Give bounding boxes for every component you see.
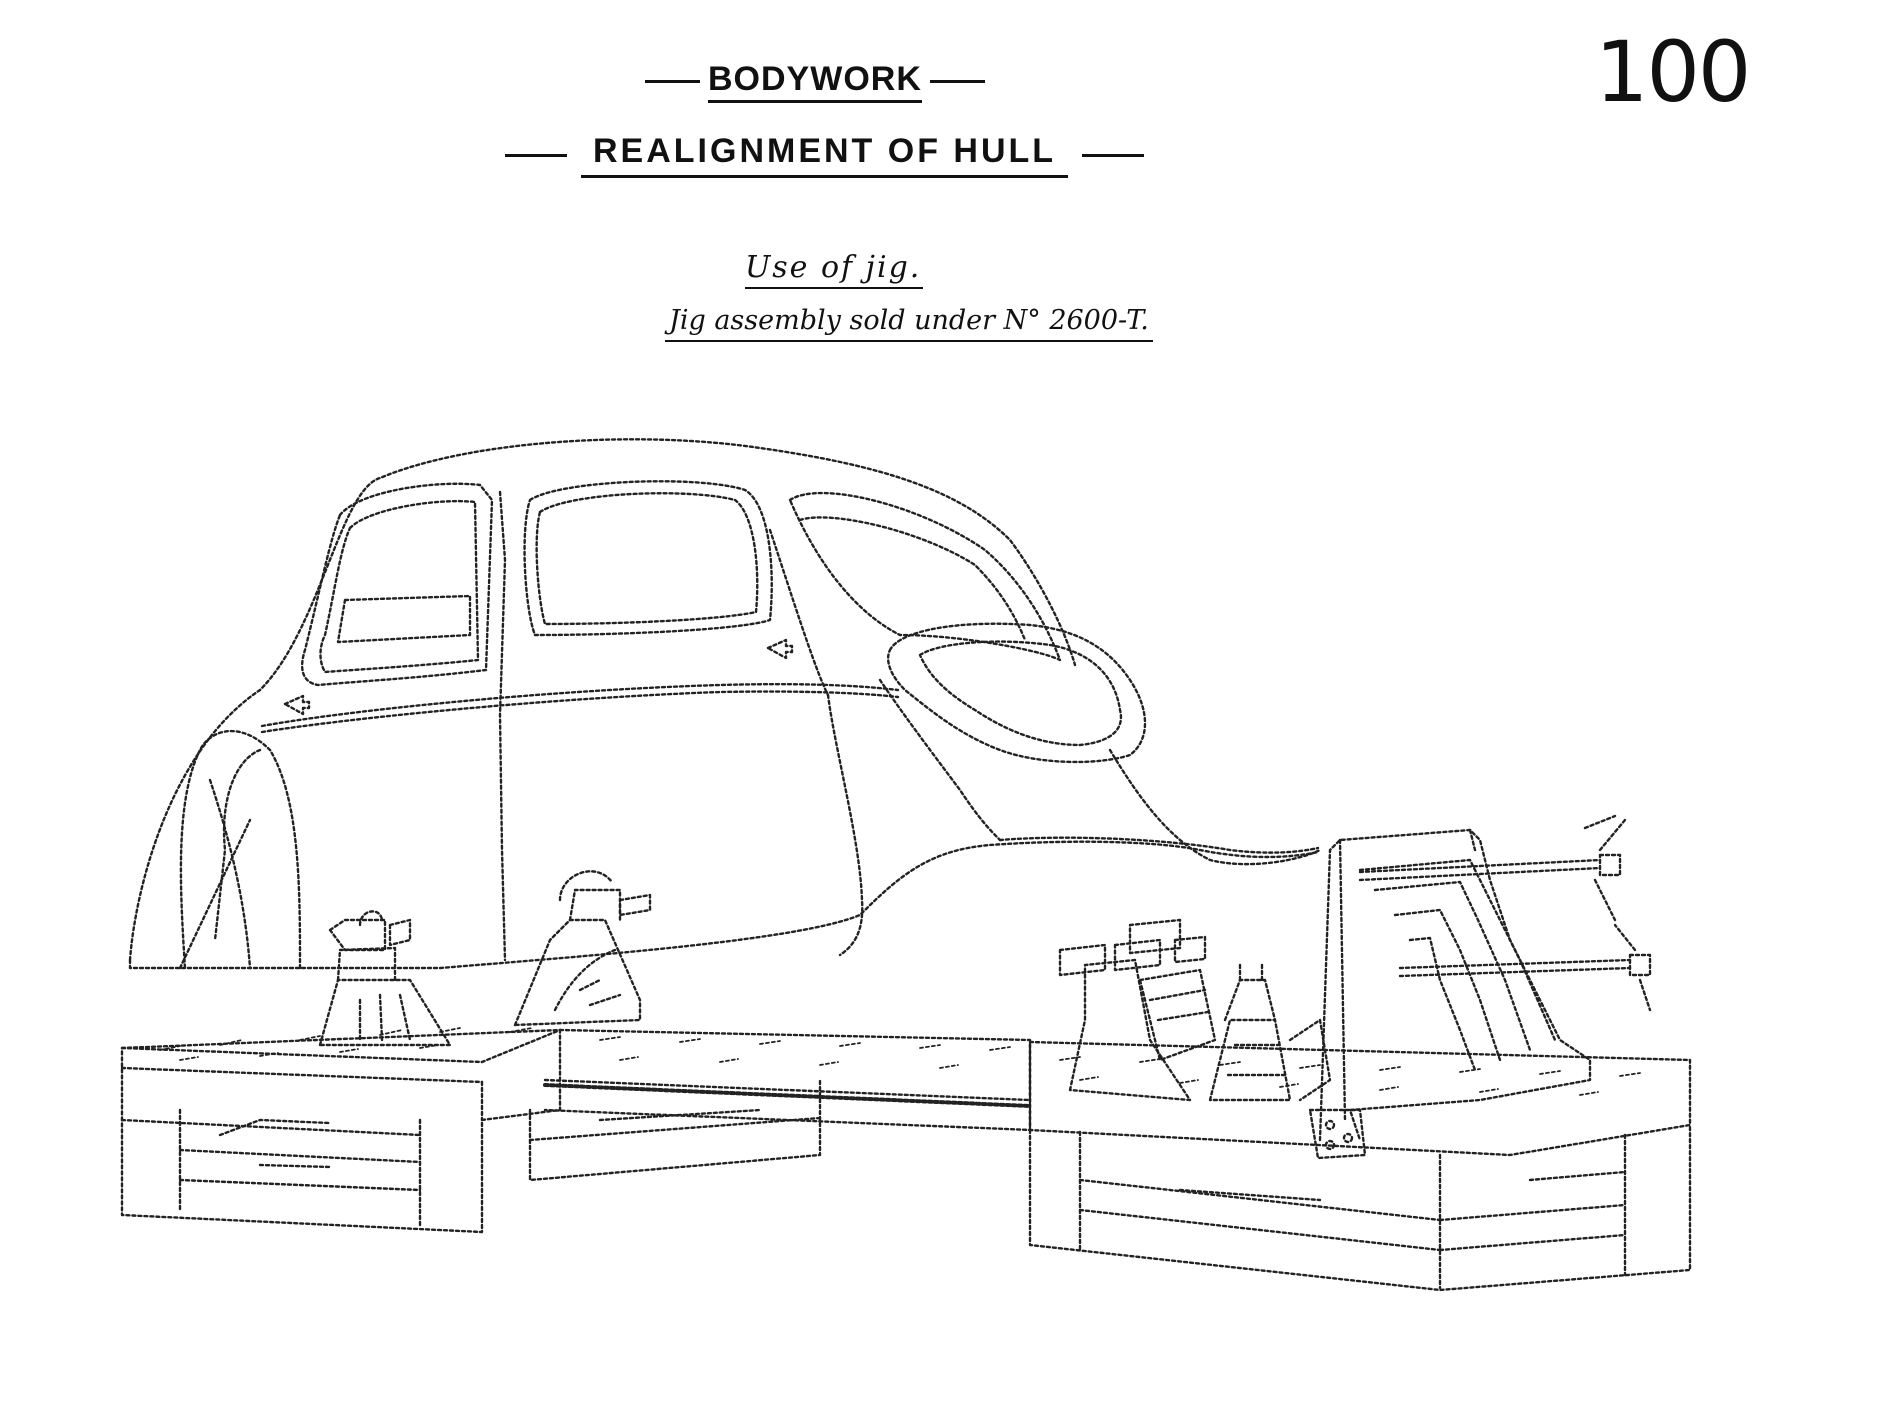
jig-support-rear-left: [318, 910, 452, 1047]
jig-base-left: [120, 1028, 822, 1234]
section-heading-text: BODYWORK: [708, 60, 922, 103]
heading-rule-right: [929, 80, 985, 83]
page-number: 100: [1595, 23, 1751, 121]
caption-note: Jig assembly sold under N° 2600-T.: [665, 305, 1153, 342]
heading-rule-left: [645, 80, 700, 83]
jig-base-right: [1028, 1040, 1692, 1292]
jig-support-front-centre: [1058, 918, 1217, 1102]
subheading-rule-right: [1082, 153, 1145, 157]
section-heading: BODYWORK: [645, 60, 985, 103]
platform-hatching: [159, 1027, 1641, 1096]
car-hull-outline: [128, 438, 1322, 970]
subheading-rule-left: [505, 153, 567, 157]
jig-small-bracket: [1208, 963, 1332, 1102]
caption-title: Use of jig.: [745, 250, 924, 289]
jig-illustration: [0, 420, 1903, 1380]
jig-centre-rail: [543, 1028, 1032, 1132]
jig-front-tower: [1308, 814, 1652, 1160]
jig-support-rear-centre: [513, 870, 652, 1027]
subsection-heading: REALIGNMENT OF HULL: [505, 132, 1145, 178]
subsection-heading-text: REALIGNMENT OF HULL: [581, 132, 1069, 178]
